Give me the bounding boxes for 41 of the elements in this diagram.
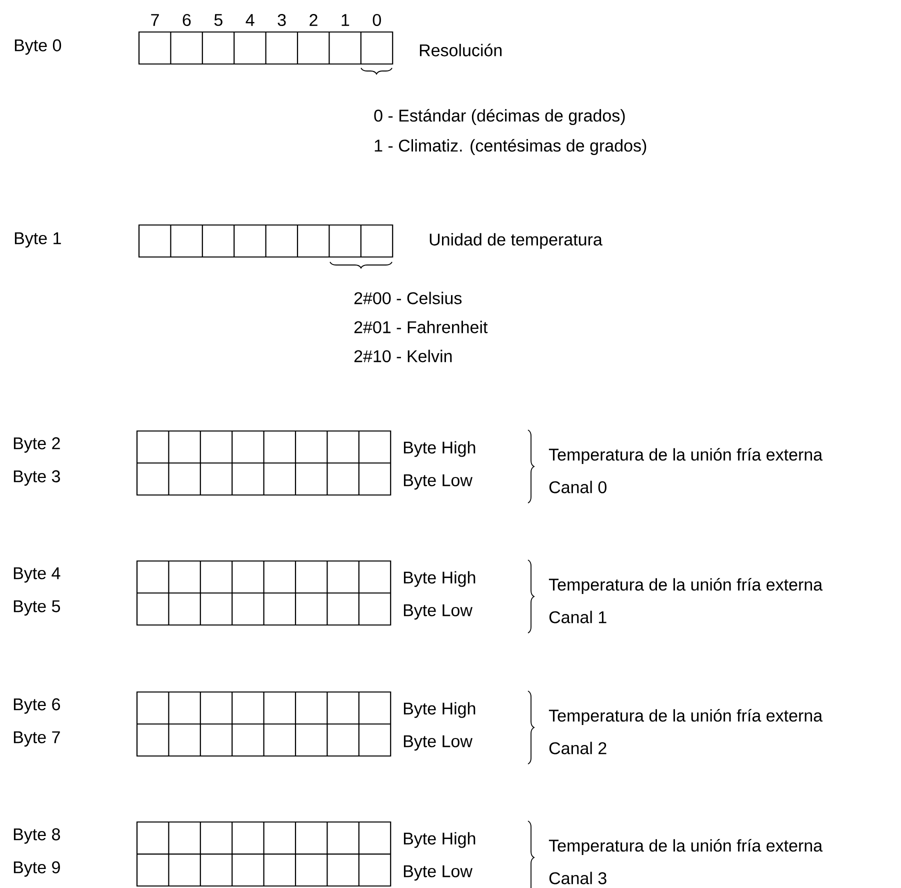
byte-part-label: Byte Low: [404, 474, 472, 490]
byte-label: Byte 7: [14, 731, 60, 747]
bit-number: 1: [342, 14, 350, 26]
byte-part-label: Byte High: [404, 571, 476, 587]
byte-label: Byte 0: [14, 39, 62, 55]
value-description: 2#00 - Celsius: [354, 292, 462, 304]
field-name: Resolución: [420, 44, 502, 56]
value-description: 1 - Climatiz. (centésimas de grados): [374, 138, 646, 156]
description: Temperatura de la unión fría externa: [548, 709, 823, 726]
bit-number: 4: [246, 14, 254, 26]
value-description: 2#01 - Fahrenheit: [354, 320, 488, 334]
description: Canal 0: [549, 480, 606, 494]
byte-label: Byte 2: [14, 437, 60, 453]
byte-label: Byte 9: [14, 861, 60, 877]
bit-number: 2: [310, 14, 318, 26]
byte-part-label: Byte Low: [404, 735, 472, 751]
bit-number: 7: [151, 14, 159, 26]
byte-part-label: Byte Low: [404, 865, 472, 881]
bit-number: 5: [214, 14, 222, 26]
byte-label: Byte 6: [14, 698, 60, 714]
byte-part-label: Byte High: [404, 832, 476, 848]
description: Canal 3: [549, 872, 606, 884]
value-description: 0 - Estándar (décimas de grados): [374, 108, 625, 126]
description: Temperatura de la unión fría externa: [548, 578, 823, 594]
byte-label: Byte 4: [14, 567, 60, 583]
byte-label: Byte 1: [14, 232, 61, 248]
byte-part-label: Byte Low: [404, 604, 472, 620]
bit-number: 3: [278, 14, 286, 26]
description: Canal 2: [549, 742, 606, 754]
bit-number: 6: [182, 14, 191, 26]
field-name: Unidad de temperatura: [430, 233, 602, 249]
byte-part-label: Byte High: [404, 702, 476, 718]
byte-label: Byte 5: [14, 600, 60, 616]
description: Temperatura de la unión fría externa: [548, 448, 823, 464]
description: Canal 1: [549, 610, 606, 624]
description: Temperatura de la unión fría externa: [548, 839, 823, 856]
value-description: 2#10 - Kelvin: [354, 350, 452, 362]
byte-label: Byte 8: [14, 828, 60, 844]
byte-label: Byte 3: [14, 470, 60, 486]
byte-part-label: Byte High: [404, 441, 476, 457]
bit-number: 0: [372, 14, 381, 26]
